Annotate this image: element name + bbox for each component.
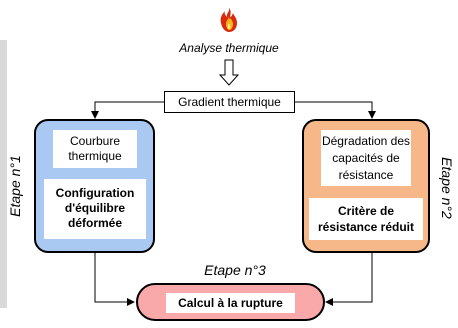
stage1-step-label: Etape n°1 [7,155,23,217]
hollow-down-arrow [218,59,240,86]
gradient-box: Gradient thermique [164,91,295,113]
analysis-title: Analyse thermique [179,41,279,55]
stage2-result: Critère de résistance réduit [309,198,423,240]
connector-gradient-stage1 [91,101,164,119]
stage2-step-label: Etape n°2 [439,157,455,219]
stage2-title: Dégradation des capacités de résistance [321,130,411,186]
stage1-box: Courbure thermique Configuration d'équil… [34,119,155,253]
flame-icon [220,8,237,32]
stage1-result: Configuration d'équilibre déformée [44,179,146,239]
connector-stage2-rupture [325,253,373,306]
stage1-title: Courbure thermique [53,130,137,168]
stage3-step-label: Etape n°3 [204,262,266,278]
stage2-box: Dégradation des capacités de résistance … [302,119,430,253]
rupture-box: Calcul à la rupture [136,283,325,321]
left-edge-strip [0,40,7,308]
connector-stage1-rupture [94,253,135,306]
rupture-label: Calcul à la rupture [166,293,295,313]
connector-gradient-stage2 [295,101,376,119]
